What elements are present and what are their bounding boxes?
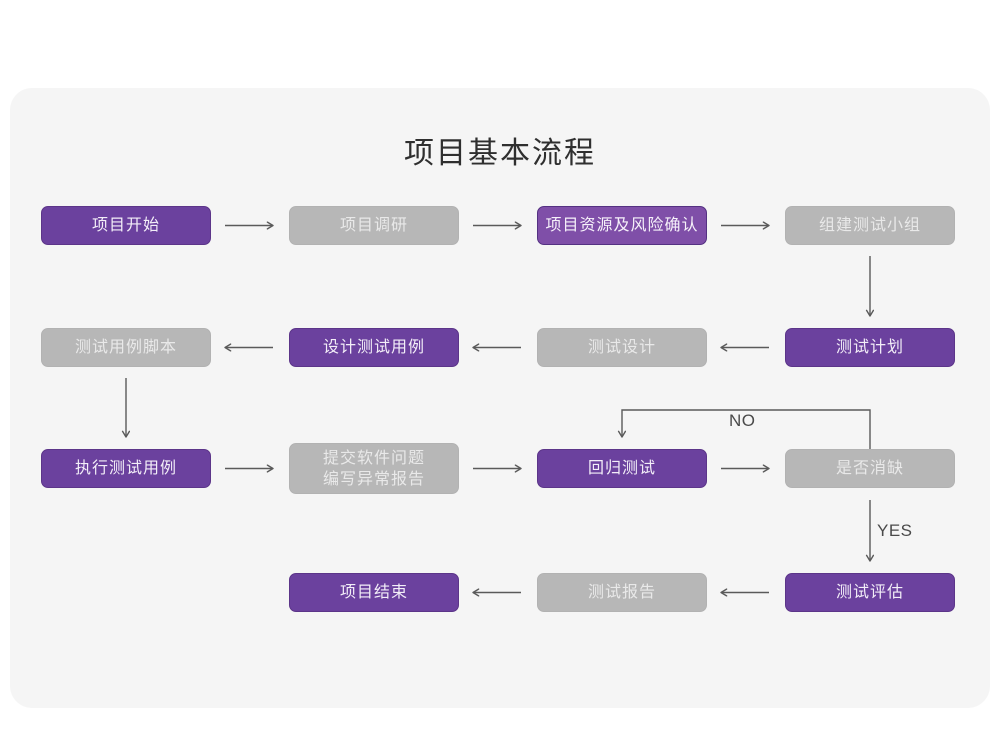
- node-execute-test-cases[interactable]: 执行测试用例: [41, 449, 211, 488]
- node-project-research[interactable]: 项目调研: [289, 206, 459, 245]
- page-title: 项目基本流程: [404, 137, 596, 170]
- node-regression-test[interactable]: 回归测试: [537, 449, 707, 488]
- node-defect-resolved-decision[interactable]: 是否消缺: [785, 449, 955, 488]
- flowchart-card: [10, 88, 990, 708]
- node-test-report[interactable]: 测试报告: [537, 573, 707, 612]
- edge-label-yes: YES: [877, 521, 913, 540]
- node-project-end[interactable]: 项目结束: [289, 573, 459, 612]
- node-form-test-team[interactable]: 组建测试小组: [785, 206, 955, 245]
- node-test-design[interactable]: 测试设计: [537, 328, 707, 367]
- node-test-plan[interactable]: 测试计划: [785, 328, 955, 367]
- node-resource-risk-confirmation[interactable]: 项目资源及风险确认: [537, 206, 707, 245]
- edge-label-no: NO: [729, 411, 756, 430]
- node-test-case-script[interactable]: 测试用例脚本: [41, 328, 211, 367]
- node-submit-defects-report[interactable]: 提交软件问题 编写异常报告: [289, 443, 459, 494]
- node-test-evaluation[interactable]: 测试评估: [785, 573, 955, 612]
- node-design-test-cases[interactable]: 设计测试用例: [289, 328, 459, 367]
- node-project-start[interactable]: 项目开始: [41, 206, 211, 245]
